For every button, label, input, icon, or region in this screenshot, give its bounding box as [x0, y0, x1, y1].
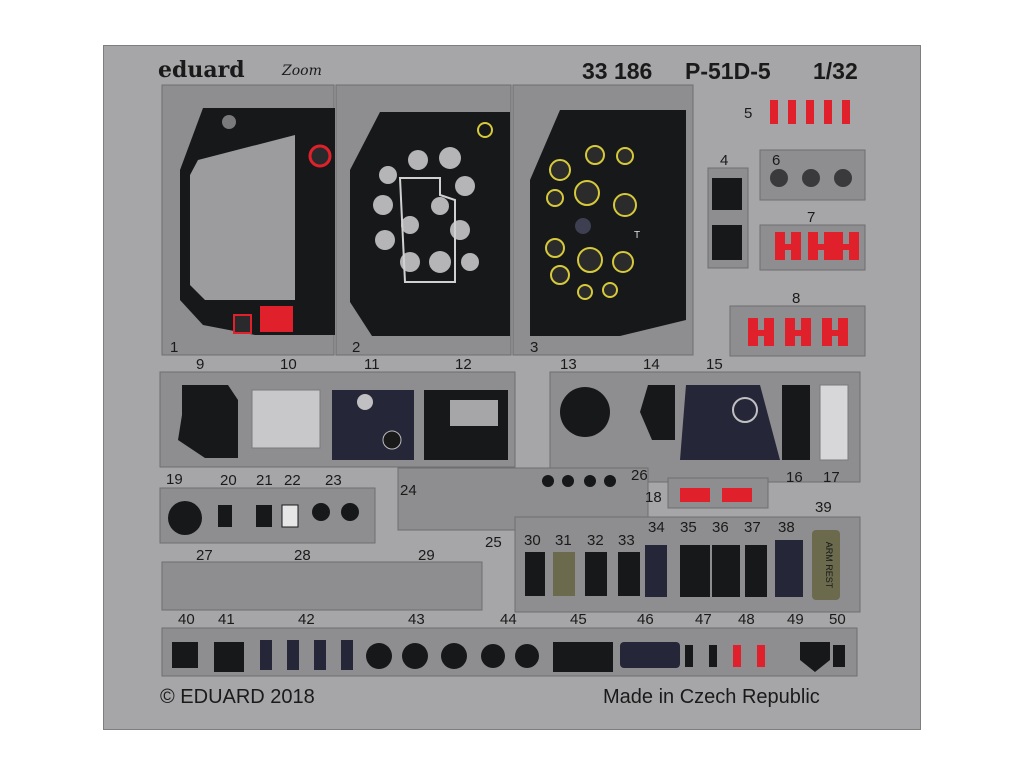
part-number-label: 42 [298, 611, 315, 628]
part-number-label: 40 [178, 611, 195, 628]
part-number-label: 29 [418, 547, 435, 564]
part-number-label: 6 [772, 152, 780, 169]
zoom-logo: Zoom [282, 63, 322, 79]
part-number-label: 7 [807, 209, 815, 226]
part-number-label: 12 [455, 356, 472, 373]
part-number-label: 46 [637, 611, 654, 628]
part-number-label: 44 [500, 611, 517, 628]
part-number-label: 19 [166, 471, 183, 488]
part-number-label: 48 [738, 611, 755, 628]
scale-label: 1/32 [813, 58, 858, 84]
part-number-label: 49 [787, 611, 804, 628]
part-number-label: 15 [706, 356, 723, 373]
part-number-label: 17 [823, 469, 840, 486]
part-number-label: 10 [280, 356, 297, 373]
part-number-label: 34 [648, 519, 665, 536]
part-number-label: 16 [786, 469, 803, 486]
part-number-label: 26 [631, 467, 648, 484]
copyright: © EDUARD 2018 [160, 686, 315, 708]
part-number-label: 39 [815, 499, 832, 516]
part-number-label: 33 [618, 532, 635, 549]
model-name: P-51D-5 [685, 58, 771, 84]
part-number-label: 36 [712, 519, 729, 536]
part-number-label: 50 [829, 611, 846, 628]
part-number-label: 1 [170, 339, 178, 356]
part-number-label: 24 [400, 482, 417, 499]
part-number-label: 38 [778, 519, 795, 536]
part-number-label: 3 [530, 339, 538, 356]
part-number-label: 23 [325, 472, 342, 489]
part-number-label: 35 [680, 519, 697, 536]
part-number-label: 11 [364, 356, 380, 373]
part-number-label: 41 [218, 611, 235, 628]
part-number-label: 22 [284, 472, 301, 489]
part-number-label: 20 [220, 472, 237, 489]
part-number-label: 18 [645, 489, 662, 506]
part-number-label: 4 [720, 152, 728, 169]
part-number-label: 47 [695, 611, 712, 628]
part-number-label: 5 [744, 105, 752, 122]
part-number-label: 9 [196, 356, 204, 373]
part-number-label: 14 [643, 356, 660, 373]
country-of-origin: Made in Czech Republic [603, 686, 820, 708]
part-number-label: 28 [294, 547, 311, 564]
svg-text:T: T [634, 230, 640, 241]
part-number-label: 2 [352, 339, 360, 356]
part-number-label: 37 [744, 519, 761, 536]
part-number-label: 21 [256, 472, 273, 489]
part-number-label: 31 [555, 532, 572, 549]
part-number-label: 8 [792, 290, 800, 307]
part-number-label: 25 [485, 534, 502, 551]
part-number-label: 32 [587, 532, 604, 549]
part-39-label: ARM REST [824, 542, 834, 589]
brand-logo: eduard [158, 57, 245, 83]
part-number-label: 45 [570, 611, 587, 628]
part-number-label: 27 [196, 547, 213, 564]
part-number-label: 43 [408, 611, 425, 628]
part-number-label: 13 [560, 356, 577, 373]
product-number: 33 186 [582, 58, 653, 84]
part-number-label: 30 [524, 532, 541, 549]
